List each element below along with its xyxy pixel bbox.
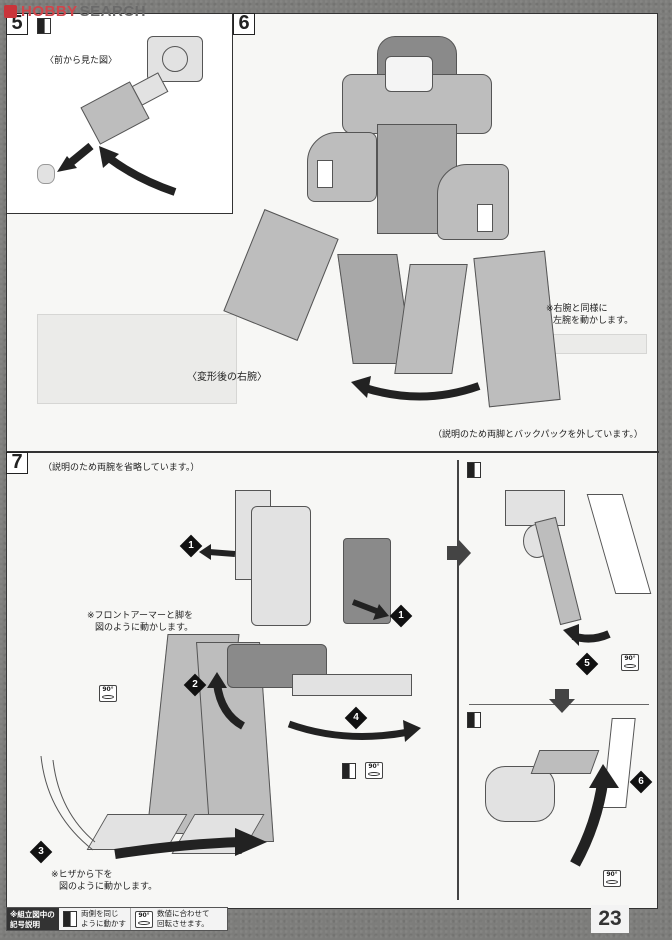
left-shoulder-part [437, 164, 509, 240]
skirt-armor-right [394, 264, 468, 374]
step-badge-4: 4 [344, 706, 368, 730]
upper-body-part [251, 506, 311, 626]
step-badge-1: 1 [179, 534, 203, 558]
arrow-4-icon [287, 720, 421, 742]
faded-background-art [37, 314, 237, 404]
step-7-note-front-armor-line1: ※フロントアーマーと脚を [87, 611, 194, 621]
shoulder-white-panel [477, 204, 493, 232]
wing-binder-part [292, 674, 412, 696]
step-5-number: 5 [6, 13, 28, 35]
step-badge-3: 3 [29, 840, 53, 864]
manual-page: 5 〈前から見た図〉 6 〈変形後の右腕〉 ※右腕と同様に 左腕を [6, 13, 659, 909]
shin-part [534, 516, 582, 626]
arrow-3-icon [114, 828, 267, 859]
shoulder-joint [162, 46, 188, 72]
rotation-guide-curve [40, 755, 96, 851]
step-7-note-knee-line2: 図のように動かします。 [59, 882, 158, 892]
symmetric-both-sides-icon [467, 462, 481, 478]
outline-armor-part [586, 494, 652, 594]
step-5-caption-front-view: 〈前から見た図〉 [45, 56, 118, 66]
watermark-brand-right: SEARCH [79, 2, 147, 20]
legend-item-rotate: 90° 数値に合わせて 回転させます。 [131, 908, 214, 930]
step-6-note-line2: 左腕を動かします。 [553, 316, 634, 326]
shoulder-white-panel [317, 160, 333, 188]
symmetric-both-sides-icon [63, 911, 77, 927]
rotate-90-icon: 90° [99, 685, 117, 702]
hand-part [37, 164, 55, 184]
step-badge-2: 2 [183, 673, 207, 697]
step-badge-6: 6 [629, 770, 653, 794]
legend-title: ※組立図中の 記号説明 [7, 908, 59, 930]
step-6-note-line1: ※右腕と同様に [546, 304, 608, 314]
move-arrows-icon [57, 142, 177, 196]
step-6-caption-right-arm: 〈変形後の右腕〉 [187, 372, 267, 383]
legend-item-symmetric: 両側を同じ ように動かす [59, 908, 131, 930]
symmetric-both-sides-icon [37, 18, 51, 34]
step-6-number: 6 [233, 13, 255, 35]
step-7-explanation-note: （説明のため両腕を省略しています。） [43, 463, 200, 473]
arrow-1-left-icon [199, 544, 236, 560]
symmetric-both-sides-icon [467, 712, 481, 728]
left-arm-part [473, 250, 561, 408]
rotate-90-icon: 90° [621, 654, 639, 671]
page-number: 23 [591, 905, 629, 933]
watermark-brand-left: HOBBY [21, 2, 78, 20]
step-5-panel: 5 〈前から見た図〉 [6, 13, 233, 214]
hobby-search-logo-icon [4, 4, 17, 18]
symbol-legend: ※組立図中の 記号説明 両側を同じ ように動かす 90° 数値に合わせて 回転さ… [6, 907, 228, 931]
right-arm-part [223, 209, 339, 341]
next-arrow-down-icon [549, 689, 575, 713]
step-badge-1: 1 [389, 604, 413, 628]
arrow-6-icon [570, 764, 619, 867]
arrow-5-icon [563, 624, 611, 646]
rotate-arrow-icon [351, 376, 481, 401]
step-badge-5: 5 [575, 652, 599, 676]
thruster-part [485, 766, 555, 822]
watermark-logo: HOBBY SEARCH [4, 2, 146, 20]
arrow-2-icon [207, 672, 246, 730]
step-7-number: 7 [6, 452, 28, 474]
step-7-note-front-armor-line2: 図のように動かします。 [95, 623, 194, 633]
sub-panel-divider [457, 460, 459, 900]
rotate-90-icon: 90° [603, 870, 621, 887]
next-arrow-right-icon [447, 540, 471, 566]
chest-highlight [385, 56, 433, 92]
section-divider [7, 451, 659, 453]
step-6-explanation-note: （説明のため両脚とバックパックを外しています。） [433, 430, 643, 440]
rotate-angle-icon: 90° [135, 910, 153, 928]
symmetric-both-sides-icon [342, 763, 356, 779]
step-7-note-knee-line1: ※ヒザから下を [51, 870, 113, 880]
rotate-90-icon: 90° [365, 762, 383, 779]
arrow-1-right-icon [351, 599, 389, 620]
